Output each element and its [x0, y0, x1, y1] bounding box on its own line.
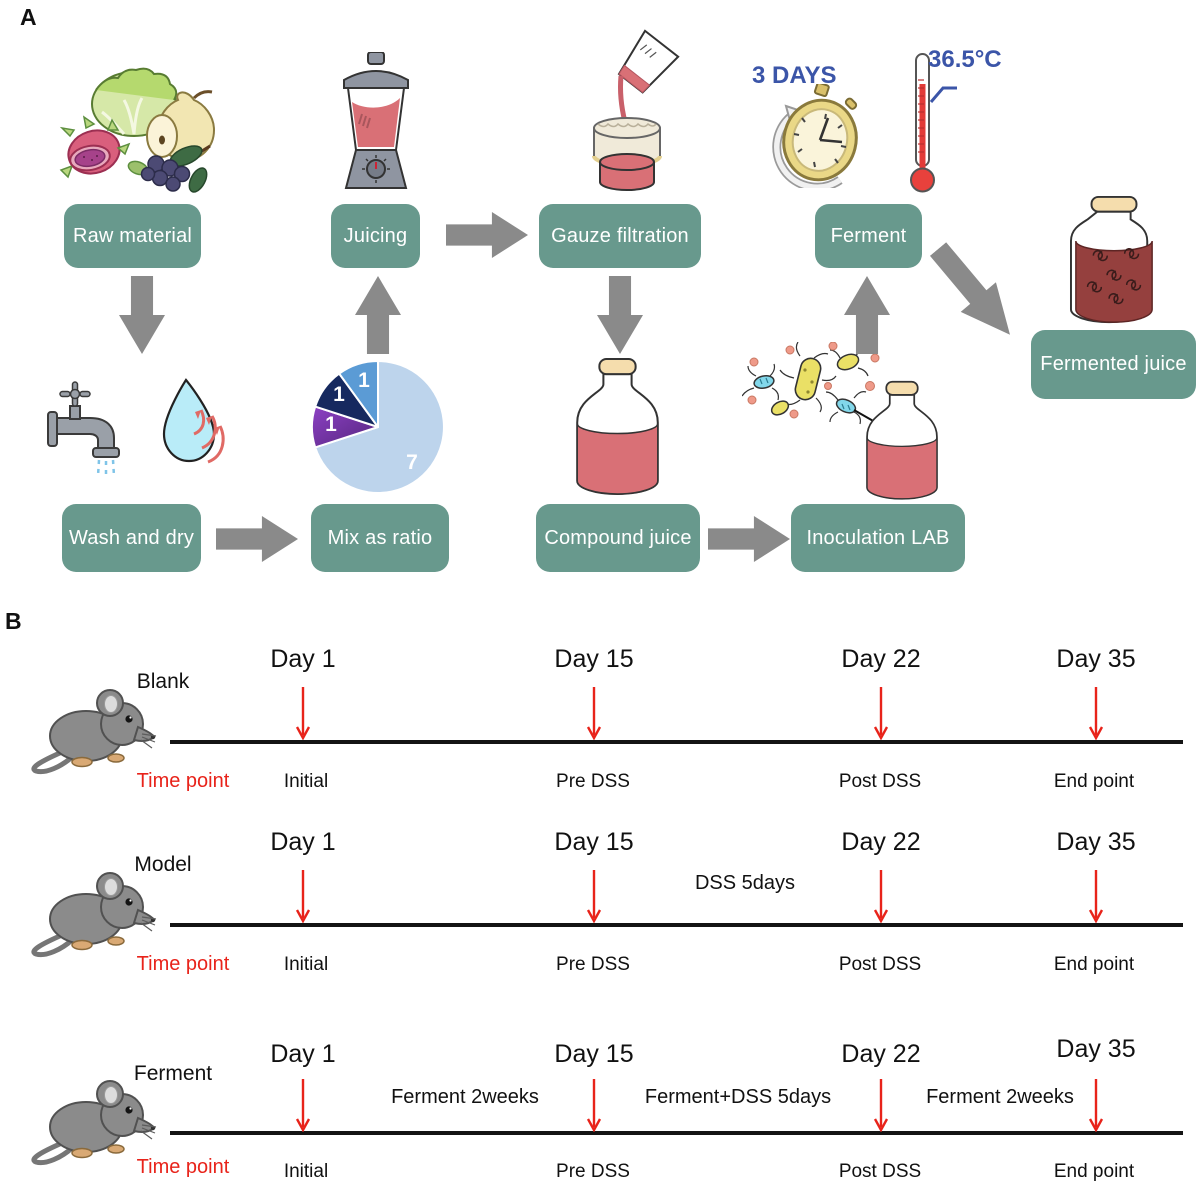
- box-mix-as-ratio: Mix as ratio: [311, 504, 449, 572]
- segment-label-ferment-dss: Ferment+DSS 5days: [644, 1086, 832, 1108]
- pie-label-7: 7: [406, 451, 418, 474]
- timepoint-arrow-icon: [295, 869, 311, 923]
- mouse-icon: [26, 680, 166, 776]
- point-label: End point: [1053, 954, 1135, 975]
- timepoint-arrow-icon: [295, 686, 311, 740]
- flow-arrow-right-icon: [216, 516, 298, 562]
- time-point-label: Time point: [136, 770, 230, 792]
- ratio-pie-chart: 7 1 1 1: [311, 360, 445, 494]
- fermented-jar-icon: [1070, 195, 1153, 324]
- segment-label-ferment-2: Ferment 2weeks: [926, 1086, 1074, 1108]
- day-label: Day 22: [841, 645, 921, 673]
- day-label: Day 1: [270, 645, 336, 673]
- thermometer-icon: [910, 53, 957, 193]
- group-label-blank: Blank: [136, 670, 190, 693]
- point-label: Post DSS: [838, 1161, 922, 1182]
- panel-b-label: B: [5, 608, 22, 634]
- timepoint-arrow-icon: [586, 1078, 602, 1132]
- lab-bacteria-icon: [742, 342, 886, 429]
- pie-label-blue: 1: [358, 369, 370, 392]
- temperature-annotation: 36.5°C: [928, 46, 1002, 73]
- time-point-label: Time point: [136, 953, 230, 975]
- box-inoculation-lab: Inoculation LAB: [791, 504, 965, 572]
- segment-label-dss: DSS 5days: [694, 872, 796, 894]
- day-label: Day 1: [270, 1040, 336, 1068]
- box-juicing: Juicing: [331, 204, 420, 268]
- timepoint-arrow-icon: [295, 1078, 311, 1132]
- point-label: Initial: [283, 771, 329, 792]
- box-raw-material: Raw material: [64, 204, 201, 268]
- box-ferment: Ferment: [815, 204, 922, 268]
- box-compound-juice: Compound juice: [536, 504, 700, 572]
- point-label: Initial: [283, 954, 329, 975]
- group-label-model: Model: [134, 853, 192, 876]
- timeline-ferment: [170, 1131, 1183, 1135]
- compound-juice-bottle-icon: [569, 357, 666, 500]
- day-label: Day 22: [841, 1040, 921, 1068]
- timepoint-arrow-icon: [873, 686, 889, 740]
- fruits-vegetables-icon: [59, 67, 216, 193]
- point-label: End point: [1053, 771, 1135, 792]
- point-label: Initial: [283, 1161, 329, 1182]
- box-gauze-filtration: Gauze filtration: [539, 204, 701, 268]
- dragon-fruit: [59, 115, 131, 179]
- day-label: Day 1: [270, 828, 336, 856]
- day-label: Day 35: [1056, 828, 1136, 856]
- gauze-filter-icon: [592, 29, 680, 191]
- pie-label-purple: 1: [325, 413, 337, 436]
- timeline-model: [170, 923, 1183, 927]
- time-point-label: Time point: [136, 1156, 230, 1178]
- flow-arrow-diagonal-icon: [920, 234, 1027, 349]
- day-label: Day 35: [1056, 645, 1136, 673]
- day-label: Day 22: [841, 828, 921, 856]
- blender-icon: [343, 52, 409, 189]
- day-label: Day 15: [554, 645, 634, 673]
- timepoint-arrow-icon: [1088, 686, 1104, 740]
- flow-arrow-right-icon: [446, 212, 528, 258]
- berries: [127, 144, 211, 193]
- point-label: Post DSS: [838, 954, 922, 975]
- mouse-icon: [26, 863, 166, 959]
- box-fermented-juice: Fermented juice: [1031, 330, 1196, 399]
- flow-arrow-down-icon: [597, 276, 643, 354]
- day-label: Day 35: [1056, 1035, 1136, 1063]
- stopwatch-icon: [772, 84, 858, 188]
- day-label: Day 15: [554, 1040, 634, 1068]
- point-label: Post DSS: [838, 771, 922, 792]
- inoculated-bottle-icon: [856, 380, 948, 504]
- pie-label-navy: 1: [333, 383, 345, 406]
- flow-arrow-right-icon: [708, 516, 790, 562]
- flow-arrow-up-icon: [355, 276, 401, 354]
- point-label: Pre DSS: [556, 954, 630, 975]
- timepoint-arrow-icon: [586, 869, 602, 923]
- day-label: Day 15: [554, 828, 634, 856]
- point-label: Pre DSS: [556, 1161, 630, 1182]
- point-label: Pre DSS: [556, 771, 630, 792]
- group-label-ferment: Ferment: [133, 1062, 213, 1085]
- point-label: End point: [1053, 1161, 1135, 1182]
- timepoint-arrow-icon: [1088, 1078, 1104, 1132]
- timepoint-arrow-icon: [1088, 869, 1104, 923]
- timepoint-arrow-icon: [873, 1078, 889, 1132]
- drying-drop-icon: [162, 378, 225, 464]
- panel-a-label: A: [20, 4, 37, 30]
- timeline-blank: [170, 740, 1183, 744]
- segment-label-ferment-1: Ferment 2weeks: [391, 1086, 539, 1108]
- timepoint-arrow-icon: [586, 686, 602, 740]
- water-tap-icon: [47, 381, 120, 477]
- box-wash-and-dry: Wash and dry: [62, 504, 201, 572]
- flow-arrow-down-icon: [119, 276, 165, 354]
- timepoint-arrow-icon: [873, 869, 889, 923]
